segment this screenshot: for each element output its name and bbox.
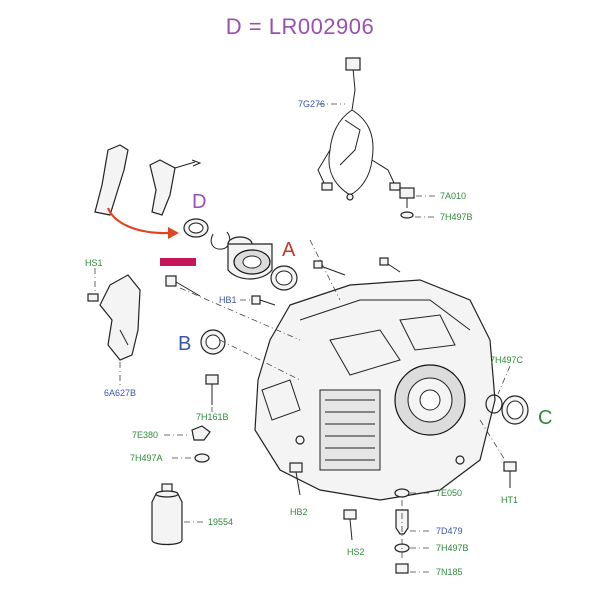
shaft-sleeve[interactable] [227,236,273,280]
washer-7h497a[interactable] [194,453,210,463]
cover-plate[interactable] [94,144,129,216]
bolt-7h161b[interactable] [205,374,219,405]
label-7a010: 7A010 [440,191,466,201]
seal-c[interactable] [501,395,529,425]
label-7h497a: 7H497A [130,453,163,463]
bolt-hb1[interactable] [251,295,276,306]
assembly-line [219,339,301,381]
label-ht1: HT1 [501,495,518,505]
label-7e380: 7E380 [132,430,158,440]
seal-d[interactable] [183,218,209,238]
bolt-7a010[interactable] [399,187,415,208]
bolt-hs1[interactable] [87,293,99,302]
label-7d479: 7D479 [436,526,463,536]
label-6a627b: 6A627B [104,388,136,398]
label-hb1: HB1 [219,295,237,305]
label-7e050: 7E050 [436,488,462,498]
marker-a: A [282,239,296,261]
wiring-harness[interactable] [317,57,401,201]
assembly-line [179,287,301,341]
seal-7h497c[interactable] [485,394,503,414]
label-hb2: HB2 [290,507,308,517]
bracket-6a627b[interactable] [99,274,141,361]
label-7g276: 7G276 [298,99,325,109]
label-7h497c: 7H497C [490,355,524,365]
washer-7h497b-top[interactable] [400,211,414,219]
page-title: D = LR002906 [225,14,375,39]
label-19554: 19554 [208,517,233,527]
seal-a[interactable] [270,265,298,291]
fluid-bottle-19554[interactable] [151,483,183,546]
marker-d: D [192,191,206,213]
transmission-housing[interactable] [254,279,496,501]
circlip[interactable] [210,231,231,250]
bolt-ht1[interactable] [503,461,517,488]
leader-line [497,365,511,395]
pin-upper-left[interactable] [313,260,346,276]
seal-b[interactable] [200,329,226,355]
orange-arrowhead [168,227,179,239]
label-hs2: HS2 [347,547,365,557]
bolt-hb2[interactable] [289,462,303,496]
label-hs1: HS1 [85,258,103,268]
orange-arrow [106,207,171,235]
plug-7n185[interactable] [395,563,409,574]
label-7h161b: 7H161B [196,412,229,422]
assembly-line [479,419,506,461]
assembly-line [309,239,341,301]
bolt-hs2[interactable] [343,509,357,541]
washer-7e050[interactable] [394,488,410,498]
sensor-7e380[interactable] [191,425,211,441]
marker-c: C [538,407,552,429]
marker-b: B [178,333,191,355]
label-7n185: 7N185 [436,567,463,577]
bolt-long[interactable] [165,275,201,297]
label-7h497b-top: 7H497B [440,212,473,222]
label-7h497b-bottom: 7H497B [436,543,469,553]
selector-lever[interactable] [149,159,202,216]
highlighted-part-box [160,258,196,266]
pin-upper-right[interactable] [379,257,401,273]
